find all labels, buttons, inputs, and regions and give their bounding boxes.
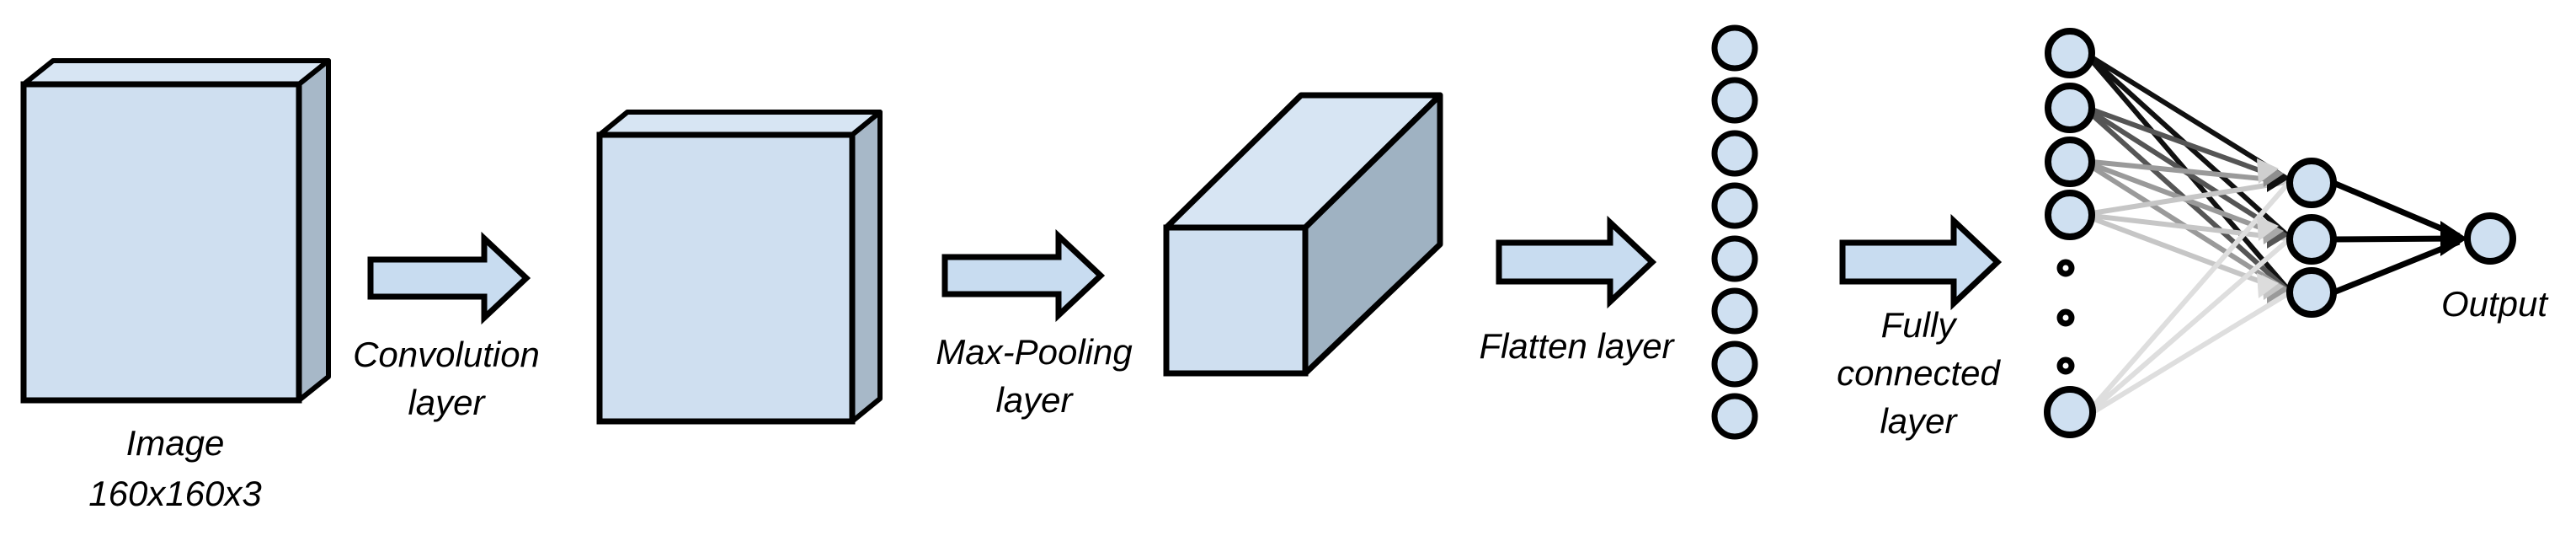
dense-node-column	[2044, 28, 2096, 438]
image-block-front-face	[20, 81, 302, 404]
image-block	[20, 58, 331, 404]
fullyconnected-arrow-shape	[1839, 213, 2003, 311]
convolution-label-line2: layer	[408, 383, 486, 422]
hidden-node	[2286, 267, 2337, 318]
convolution-arrow	[367, 231, 531, 325]
fullyconnected-label-line3: layer	[1880, 401, 1958, 441]
flatten-label-line1: Flatten layer	[1479, 326, 1675, 366]
flatten-node-column	[1711, 24, 1758, 440]
output-arrowhead	[2440, 221, 2467, 256]
hidden-node-column	[2286, 158, 2337, 318]
convolution-label-line1: Convolution	[353, 335, 540, 374]
dense-to-hidden-connections	[2089, 55, 2290, 415]
feature-map-block	[596, 110, 883, 425]
hidden-node	[2286, 158, 2337, 208]
image-block-side-face	[296, 58, 331, 403]
dense-ellipsis-dot	[2056, 356, 2075, 375]
fullyconnected-label-line2: connected	[1837, 353, 2001, 393]
feature-map-side-face	[850, 110, 883, 424]
dense-node	[2045, 190, 2095, 240]
dense-node	[2044, 386, 2096, 438]
convolution-arrow-shape	[367, 231, 531, 325]
cuboid-front-face	[1163, 224, 1309, 377]
flatten-node	[1711, 24, 1758, 72]
image-block-top-face	[21, 58, 331, 87]
dense-node	[2045, 83, 2095, 133]
dense-node	[2045, 137, 2095, 187]
dense-to-hidden-arrowheads	[2257, 158, 2289, 303]
maxpooling-label-line1: Max-Pooling	[936, 332, 1132, 372]
flatten-node	[1711, 130, 1758, 177]
flatten-node	[1711, 340, 1758, 388]
output-label: Output	[2441, 284, 2549, 324]
flatten-node	[1711, 182, 1758, 229]
image-label-line1: Image	[126, 423, 225, 463]
flatten-arrow	[1496, 215, 1657, 309]
fullyconnected-label-line1: Fully	[1881, 305, 1959, 345]
flatten-arrow-shape	[1496, 215, 1657, 309]
dense-ellipsis-dot	[2056, 259, 2075, 277]
flatten-node	[1711, 393, 1758, 440]
maxpooling-arrow-shape	[941, 228, 1106, 323]
hidden-node	[2286, 214, 2337, 265]
flatten-node	[1711, 235, 1758, 282]
feature-map-front-face	[596, 131, 856, 425]
image-label-line2: 160x160x3	[88, 474, 262, 513]
hidden-to-output-connections	[2332, 180, 2461, 296]
dense-node	[2045, 28, 2095, 78]
dense-ellipsis-dot	[2056, 308, 2075, 327]
output-node	[2464, 212, 2516, 265]
maxpooling-label-line2: layer	[995, 380, 1074, 420]
fullyconnected-arrow	[1839, 213, 2003, 311]
flatten-node	[1711, 77, 1758, 124]
maxpooling-arrow	[941, 228, 1106, 323]
flatten-node	[1711, 287, 1758, 335]
pooled-volume-cuboid	[1163, 92, 1443, 377]
feature-map-top-face	[597, 110, 883, 137]
